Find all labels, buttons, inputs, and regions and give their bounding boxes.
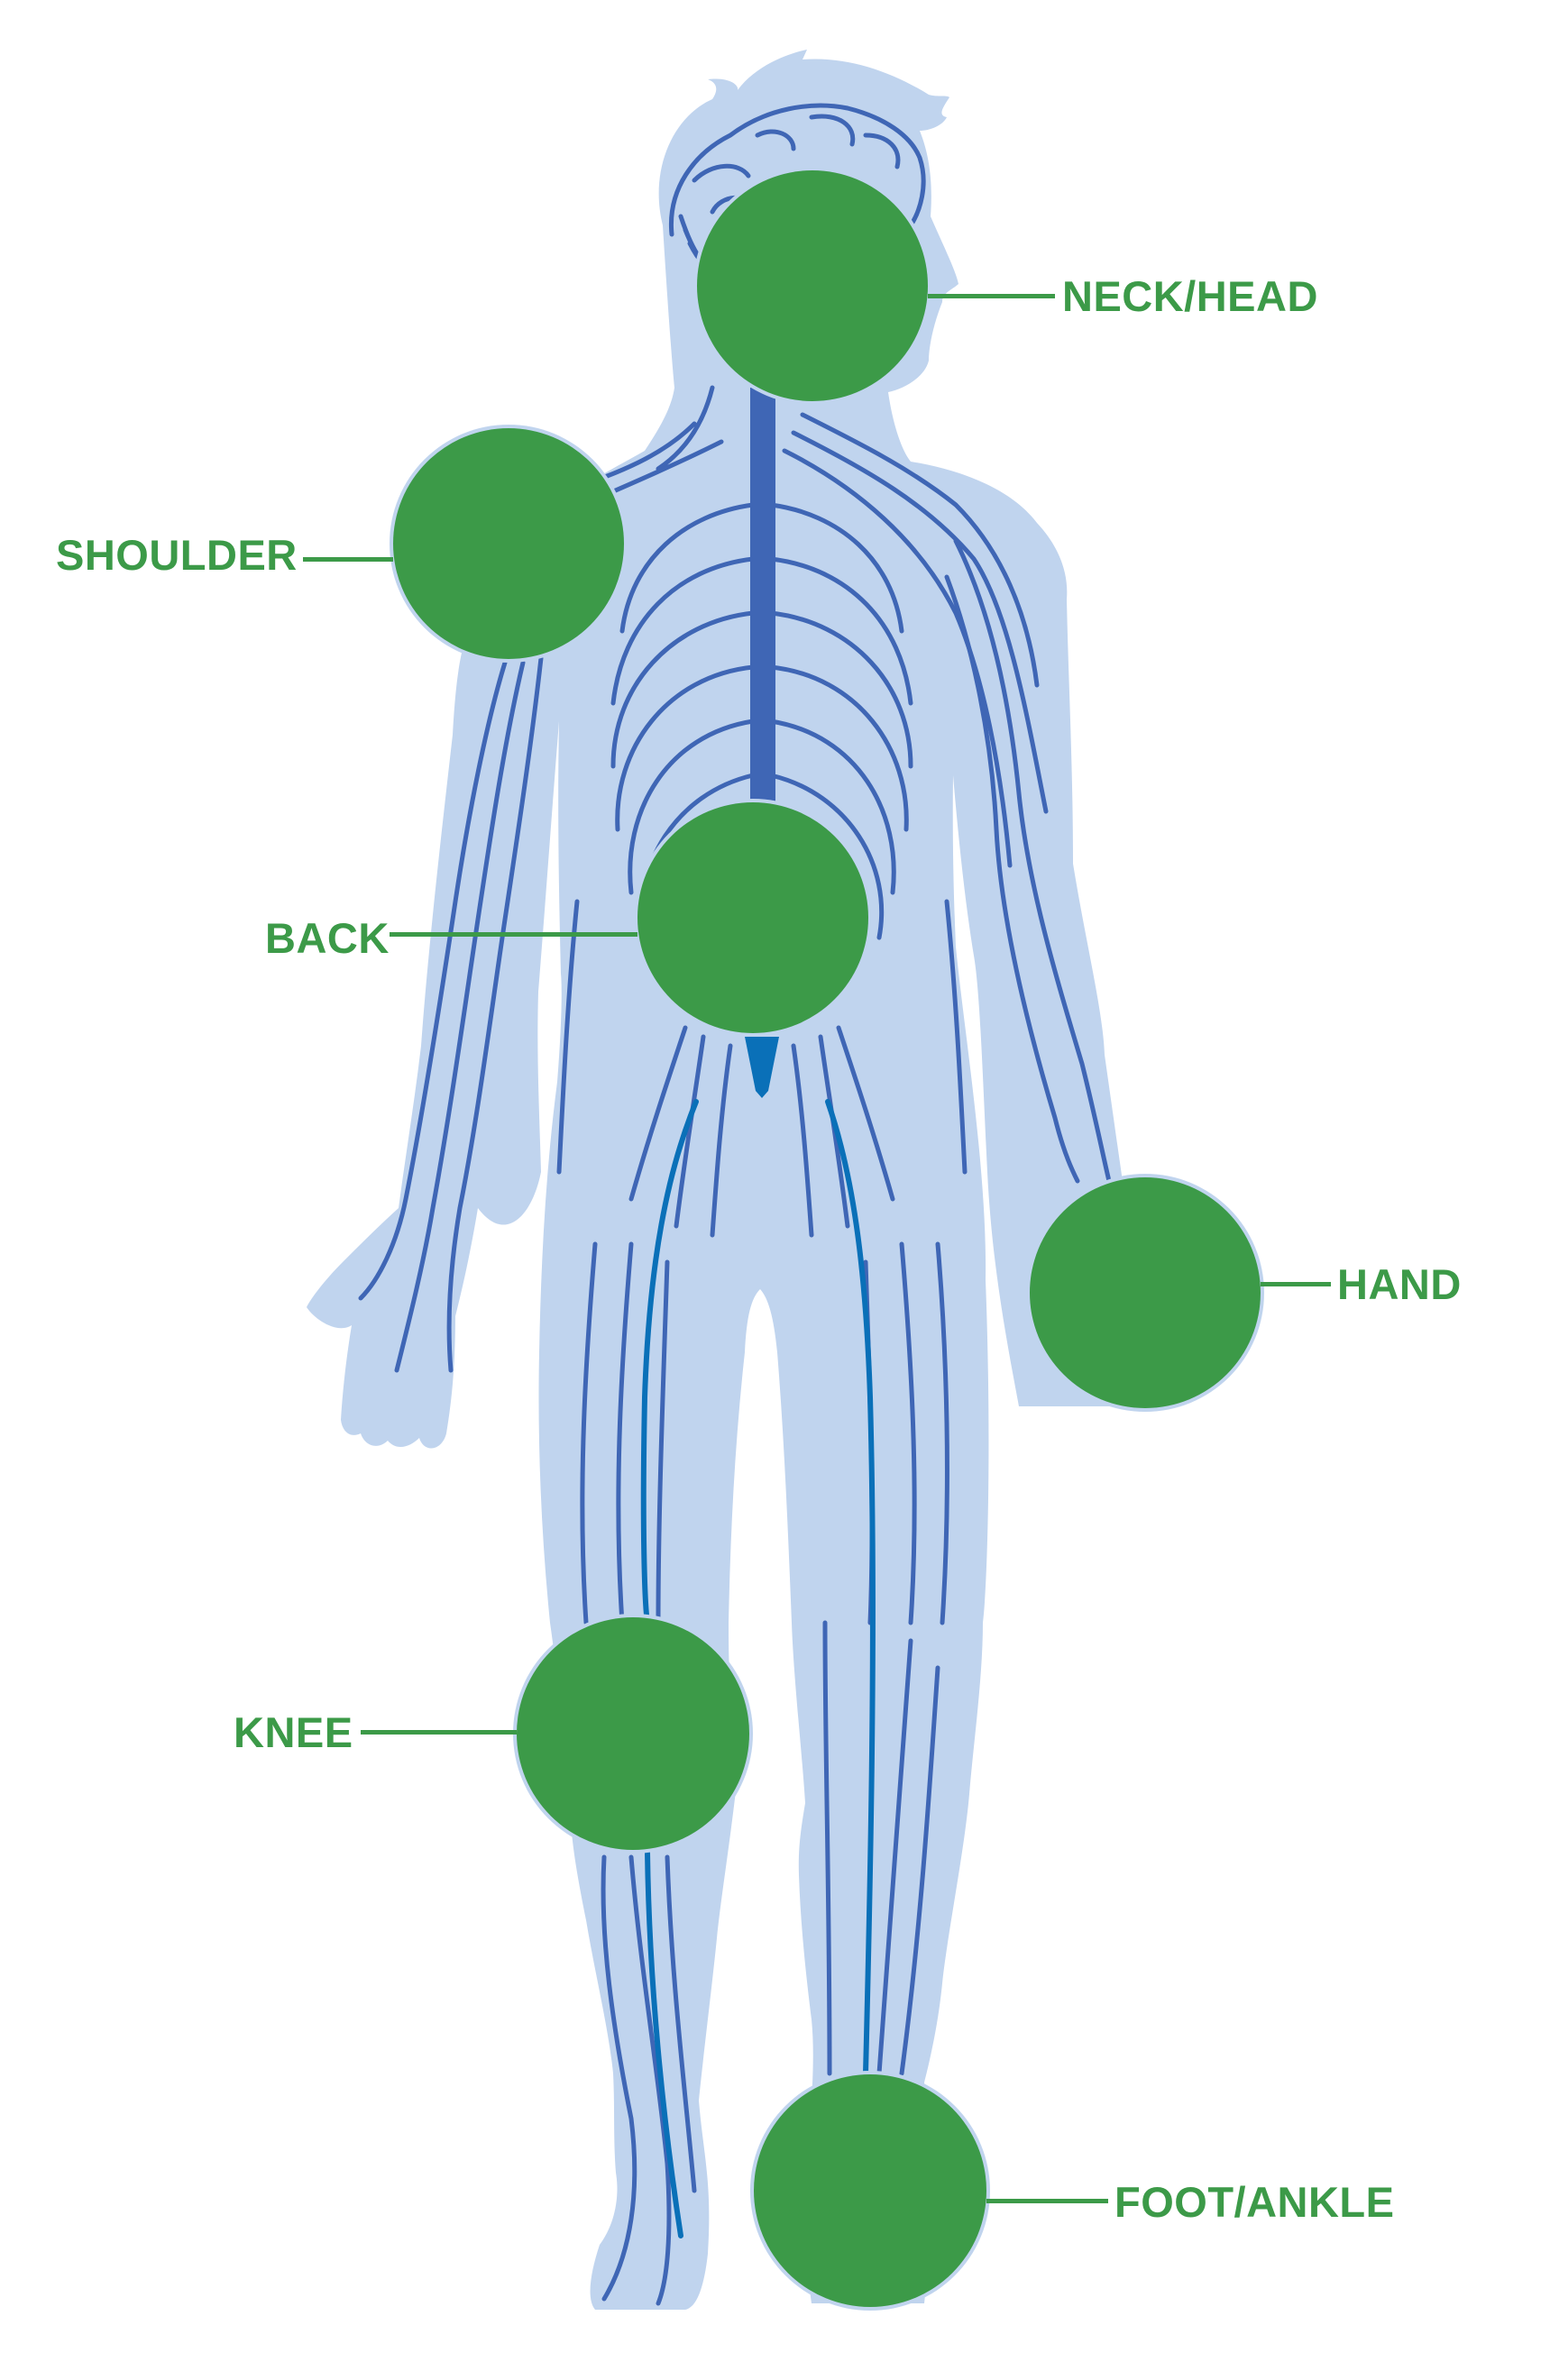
- leader-line-shoulder: [303, 557, 393, 562]
- hotspot-neck-head[interactable]: [697, 170, 928, 401]
- hotspot-hand[interactable]: [1030, 1177, 1261, 1408]
- label-knee[interactable]: KNEE: [234, 1708, 353, 1756]
- label-neck-head[interactable]: NECK/HEAD: [1062, 272, 1318, 320]
- hotspot-back[interactable]: [637, 802, 868, 1033]
- leader-line-neck-head: [928, 294, 1055, 298]
- leader-line-back: [390, 932, 637, 937]
- label-back[interactable]: BACK: [265, 914, 390, 962]
- leader-line-hand: [1261, 1282, 1331, 1286]
- hotspot-foot-ankle[interactable]: [754, 2074, 986, 2307]
- hotspot-shoulder[interactable]: [393, 428, 624, 659]
- leader-line-knee: [361, 1730, 517, 1735]
- hotspot-knee[interactable]: [517, 1617, 749, 1850]
- label-shoulder[interactable]: SHOULDER: [56, 531, 298, 579]
- label-hand[interactable]: HAND: [1337, 1260, 1462, 1308]
- nerve-network: [358, 103, 1112, 2306]
- label-foot-ankle[interactable]: FOOT/ANKLE: [1114, 2178, 1395, 2226]
- leader-line-foot-ankle: [986, 2199, 1108, 2203]
